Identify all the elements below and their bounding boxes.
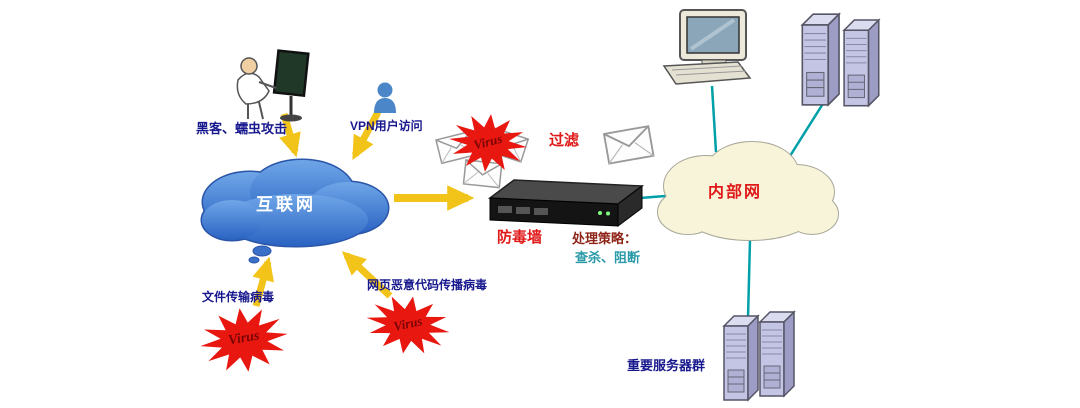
hacker-figure: [236, 49, 310, 122]
link-intranet-to-computer: [710, 85, 718, 153]
hacker-label: 黑客、蠕虫攻击: [196, 121, 288, 136]
policy-actions-label: 查杀、阻断: [575, 250, 641, 265]
link-intranet-to-server-group: [746, 239, 752, 319]
arrow-file-virus-to-internet: [252, 256, 275, 307]
desktop-computer: [662, 9, 752, 85]
envelope-icon: [462, 159, 503, 189]
firewall-label: 防毒墙: [497, 229, 543, 246]
server-tower-icon: [801, 13, 840, 106]
envelope-icon: [603, 125, 655, 165]
web-virus-label: 网页恶意代码传播病毒: [367, 278, 488, 292]
server-tower-icon: [723, 315, 759, 401]
vpn-user-icon: [374, 82, 396, 113]
server-group-cluster: [723, 311, 795, 401]
server-tower-icon: [759, 311, 795, 397]
arrow-web-virus-to-internet: [341, 251, 393, 299]
link-intranet-to-rack: [788, 101, 826, 157]
filter-label: 过滤: [549, 132, 580, 149]
server-rack-top: [801, 13, 880, 107]
firewall-appliance: [487, 179, 645, 227]
intranet-cloud-label: 内部网: [708, 184, 763, 201]
arrow-vpn-to-internet: [351, 110, 382, 160]
vpn-user-label: VPN用户访问: [350, 119, 423, 133]
internet-cloud-label: 互联网: [256, 195, 316, 214]
server-group-label: 重要服务器群: [627, 358, 706, 373]
policy-title-label: 处理策略：: [572, 231, 638, 246]
server-tower-icon: [843, 19, 880, 107]
file-virus-label: 文件传输病毒: [202, 290, 275, 304]
